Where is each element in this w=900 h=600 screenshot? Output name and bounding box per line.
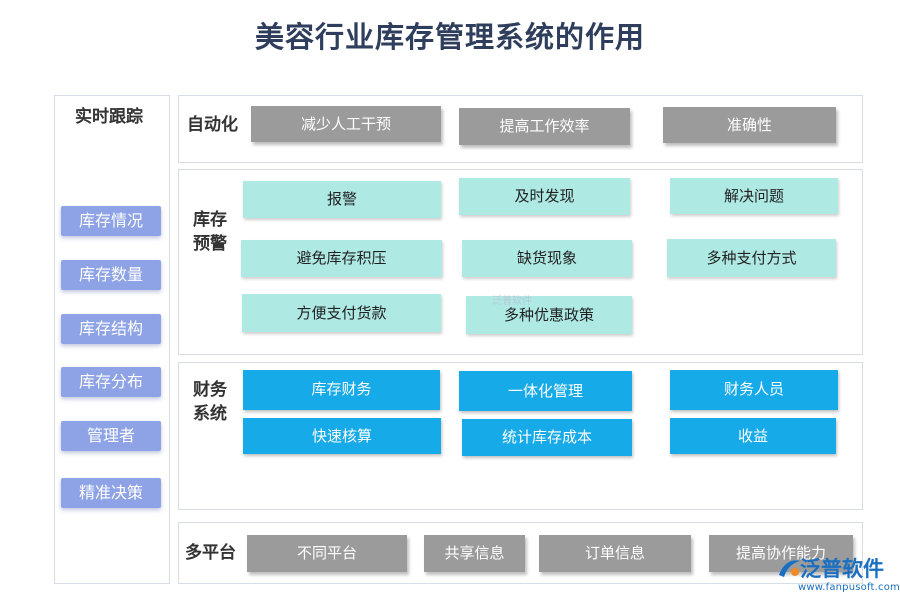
platform-item-order-info: 订单信息 <box>539 535 691 572</box>
platform-item-collaboration: 提高协作能力 <box>709 535 853 572</box>
tracking-item-inventory-quantity: 库存数量 <box>61 260 161 290</box>
tracking-item-inventory-status: 库存情况 <box>61 206 161 236</box>
finance-item-finance-staff: 财务人员 <box>670 370 838 410</box>
tracking-item-inventory-distribution: 库存分布 <box>61 367 161 397</box>
warning-item-solve-problem: 解决问题 <box>670 178 838 214</box>
warning-item-avoid-overstock: 避免库存积压 <box>241 240 442 277</box>
warning-item-shortage: 缺货现象 <box>462 240 632 277</box>
warning-item-convenient-payment: 方便支付货款 <box>242 294 441 332</box>
warning-item-alarm: 报警 <box>243 181 441 218</box>
finance-item-quick-accounting: 快速核算 <box>243 418 441 454</box>
warning-item-timely-discovery: 及时发现 <box>459 178 630 215</box>
multi-platform-label: 多平台 <box>185 543 236 563</box>
warning-item-payment-methods: 多种支付方式 <box>667 239 836 277</box>
brand-name: 泛普软件 <box>800 557 884 581</box>
finance-item-inventory-cost: 统计库存成本 <box>462 419 632 456</box>
finance-system-label-text: 财务系统 <box>193 380 227 424</box>
platform-item-different-platforms: 不同平台 <box>247 535 407 572</box>
warning-item-discount-policy: 多种优惠政策 <box>466 296 632 334</box>
finance-item-revenue: 收益 <box>670 418 836 454</box>
tracking-item-manager: 管理者 <box>61 421 161 451</box>
brand-swoosh-icon <box>779 560 800 577</box>
tracking-item-inventory-structure: 库存结构 <box>61 314 161 344</box>
platform-item-shared-info: 共享信息 <box>424 535 525 572</box>
finance-item-inventory-finance: 库存财务 <box>243 370 440 410</box>
finance-system-label: 财务系统 <box>193 378 233 426</box>
finance-item-integrated-management: 一体化管理 <box>459 371 632 411</box>
automation-label: 自动化 <box>187 115 238 135</box>
realtime-tracking-heading: 实时跟踪 <box>75 107 143 127</box>
watermark-text: 泛普软件 <box>492 296 532 307</box>
realtime-tracking-panel: 实时跟踪 库存情况 库存数量 库存结构 库存分布 管理者 精准决策 <box>54 95 170 584</box>
automation-item-efficiency: 提高工作效率 <box>459 108 630 145</box>
brand-logo: 泛普软件 www.fanpusoft.com <box>776 553 900 597</box>
inventory-warning-label: 库存预警 <box>193 208 233 256</box>
tracking-item-precise-decision: 精准决策 <box>61 478 161 508</box>
inventory-warning-label-text: 库存预警 <box>193 210 227 254</box>
brand-url: www.fanpusoft.com <box>798 582 900 593</box>
automation-item-accuracy: 准确性 <box>663 107 836 143</box>
automation-item-reduce-manual: 减少人工干预 <box>251 106 441 142</box>
page-title: 美容行业库存管理系统的作用 <box>254 20 645 54</box>
